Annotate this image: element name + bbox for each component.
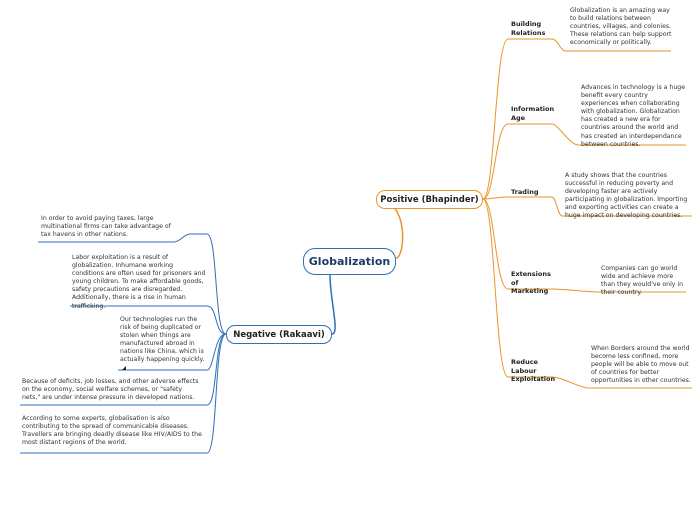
subtopic-building-relations[interactable]: Building Relations <box>511 20 546 37</box>
note-reduce-labour-exploitation[interactable]: When Borders around the world become les… <box>591 345 691 385</box>
resize-corner-icon <box>122 365 126 370</box>
negative-topic[interactable]: Negative (Rakaavi) <box>226 325 332 344</box>
subtopic-extensions-of-marketing[interactable]: Extensions of Marketing <box>511 270 551 295</box>
subtopic-trading[interactable]: Trading <box>511 188 539 196</box>
note-communicable-diseases[interactable]: According to some experts, globalisation… <box>22 415 202 447</box>
note-tax-havens[interactable]: In order to avoid paying taxes, large mu… <box>41 215 171 239</box>
subtopic-information-age[interactable]: Information Age <box>511 105 555 122</box>
central-topic[interactable]: Globalization <box>303 248 396 275</box>
note-technology-theft[interactable]: Our technologies run the risk of being d… <box>120 316 208 373</box>
note-trading[interactable]: A study shows that the countries success… <box>565 172 688 220</box>
subtopic-reduce-labour-exploitation[interactable]: Reduce Labour Exploitation <box>511 358 556 383</box>
note-technology-theft-text: Our technologies run the risk of being d… <box>120 316 205 364</box>
note-social-welfare[interactable]: Because of deficits, job losses, and oth… <box>22 378 199 402</box>
note-extensions-of-marketing[interactable]: Companies can go world wide and achieve … <box>601 265 684 297</box>
note-labor-exploitation[interactable]: Labor exploitation is a result of global… <box>72 254 206 310</box>
note-building-relations[interactable]: Globalization is an amazing way to build… <box>570 7 672 47</box>
note-information-age[interactable]: Advances in technology is a huge benefit… <box>581 84 686 148</box>
positive-topic[interactable]: Positive (Bhapinder) <box>376 190 483 209</box>
